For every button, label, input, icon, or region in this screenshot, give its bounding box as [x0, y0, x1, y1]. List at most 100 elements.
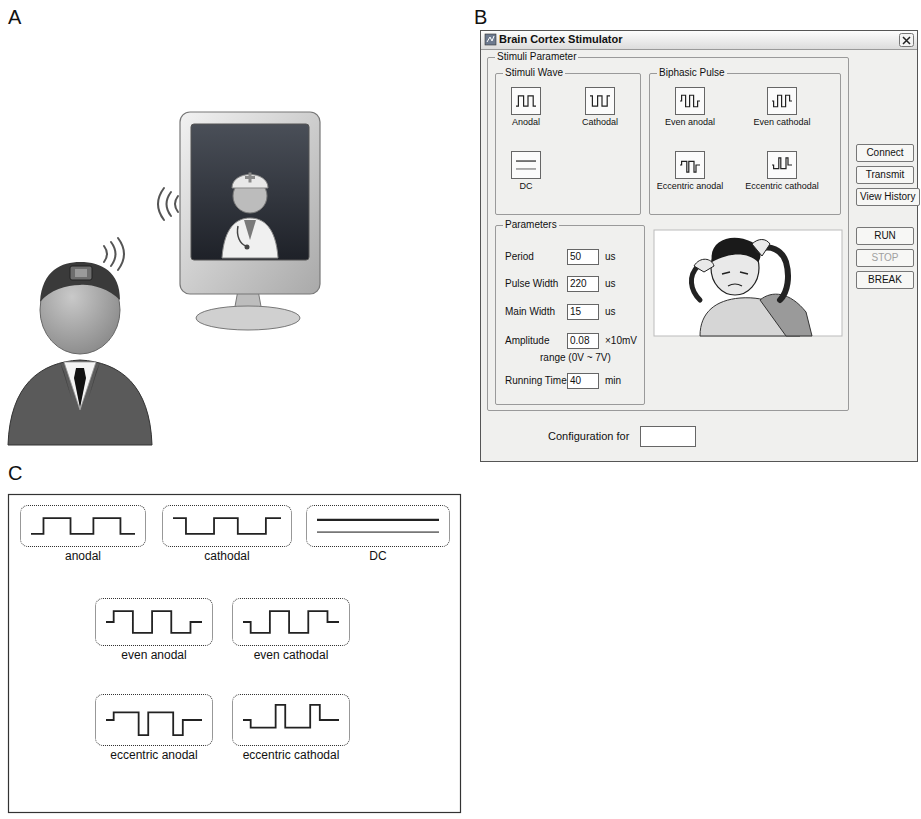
field-label: Amplitude [505, 335, 549, 347]
waveform-trace [516, 168, 536, 169]
unit-label: us [605, 306, 616, 318]
waveform-trace [317, 519, 439, 521]
push-button: BREAK [856, 271, 914, 289]
patient-figure [8, 262, 152, 445]
waveform [163, 506, 291, 546]
field-label: Running Time [505, 375, 567, 387]
wave-button: Even cathodal [767, 87, 797, 115]
waveform-trace [680, 95, 700, 107]
waveform-label: eccentric anodal [110, 749, 197, 763]
input-field: 40 [567, 373, 599, 389]
push-button: View History [856, 188, 920, 206]
app-window: AnodalCathodalDCStimuli WaveEven anodalE… [480, 30, 918, 462]
wave-label: Cathodal [582, 117, 618, 127]
button-label: STOP [871, 252, 898, 264]
wave-label: Even cathodal [753, 117, 810, 127]
push-button: Connect [856, 144, 914, 162]
waveform [233, 695, 349, 745]
waveform-trace [243, 705, 339, 728]
waveform-box: DC [306, 505, 450, 547]
waveform-box: eccentric anodal [95, 694, 213, 746]
wave-button: DC [511, 151, 541, 179]
unit-label: us [605, 251, 616, 263]
waveform-trace [173, 518, 281, 534]
waveform [586, 88, 614, 114]
field-value: 15 [570, 306, 581, 318]
wave-label: Even anodal [665, 117, 715, 127]
waveform [21, 506, 145, 546]
button-label: Connect [866, 147, 903, 159]
waveform-box: even anodal [95, 598, 213, 646]
wave-button: Anodal [511, 87, 541, 115]
headache-illustration [654, 230, 842, 336]
waveform-trace [772, 95, 792, 107]
waveform-label: even cathodal [254, 649, 329, 663]
field-label: Pulse Width [505, 278, 558, 290]
waveform [676, 152, 704, 178]
wave-label: Anodal [512, 117, 540, 127]
group-heading: Parameters [503, 219, 559, 231]
waveform [768, 88, 796, 114]
field-value: 50 [570, 251, 581, 263]
group-box: Even anodalEven cathodalEccentric anodal… [649, 73, 841, 215]
field-value: 220 [570, 278, 587, 290]
waveform-label: DC [369, 550, 386, 564]
waveform [233, 599, 349, 645]
button-label: RUN [874, 230, 896, 242]
field-label: Configuration for [548, 430, 629, 443]
wave-label: DC [520, 181, 533, 191]
waveform-trace [772, 158, 792, 169]
waveform-trace [516, 160, 536, 161]
group-heading: Stimuli Wave [503, 67, 565, 79]
monitor-figure [180, 112, 320, 330]
waveform-trace [680, 161, 700, 172]
field-value: 40 [570, 375, 581, 387]
window-chrome [481, 31, 918, 462]
waveform [512, 152, 540, 178]
panel-frame [9, 495, 461, 813]
waveform [307, 506, 449, 546]
input-field: 50 [567, 249, 599, 265]
panel-letter: B [474, 6, 487, 29]
waveform-label: even anodal [121, 649, 186, 663]
waveform-box: eccentric cathodal [232, 694, 350, 746]
waveform-trace [243, 611, 339, 633]
wave-button: Even anodal [675, 87, 705, 115]
group-heading: Biphasic Pulse [657, 67, 727, 79]
wave-button: Eccentric anodal [675, 151, 705, 179]
waveform-box: anodal [20, 505, 146, 547]
wireless-signal [104, 188, 178, 270]
waveform-trace [317, 531, 439, 533]
panel-letter: C [8, 462, 22, 485]
waveform [676, 88, 704, 114]
waveform-box: cathodal [162, 505, 292, 547]
waveform [96, 599, 212, 645]
button-label: Transmit [866, 169, 905, 181]
waveform-box: even cathodal [232, 598, 350, 646]
waveform-label: anodal [65, 550, 101, 564]
field-label: Main Width [505, 306, 555, 318]
waveform-label: cathodal [204, 550, 249, 564]
configuration-field [641, 427, 696, 447]
group-heading: Stimuli Parameter [495, 51, 578, 63]
unit-label: ×10mV [605, 335, 637, 347]
wave-label: Eccentric anodal [657, 181, 724, 191]
waveform [96, 695, 212, 745]
waveform-trace [106, 712, 202, 735]
range-note: range (0V ~ 7V) [540, 352, 611, 364]
window-title: Brain Cortex Stimulator [499, 33, 622, 46]
button-label: View History [860, 191, 915, 203]
waveform [512, 88, 540, 114]
field-label: Period [505, 251, 534, 263]
input-field: 15 [567, 304, 599, 320]
waveform-trace [590, 96, 610, 106]
push-button: Transmit [856, 166, 914, 184]
wave-button: Cathodal [585, 87, 615, 115]
waveform-trace [516, 96, 536, 106]
push-button: RUN [856, 227, 914, 245]
input-field: 220 [567, 276, 599, 292]
waveform-trace [106, 611, 202, 633]
input-field: 0.08 [567, 333, 599, 349]
field-value: 0.08 [570, 335, 589, 347]
